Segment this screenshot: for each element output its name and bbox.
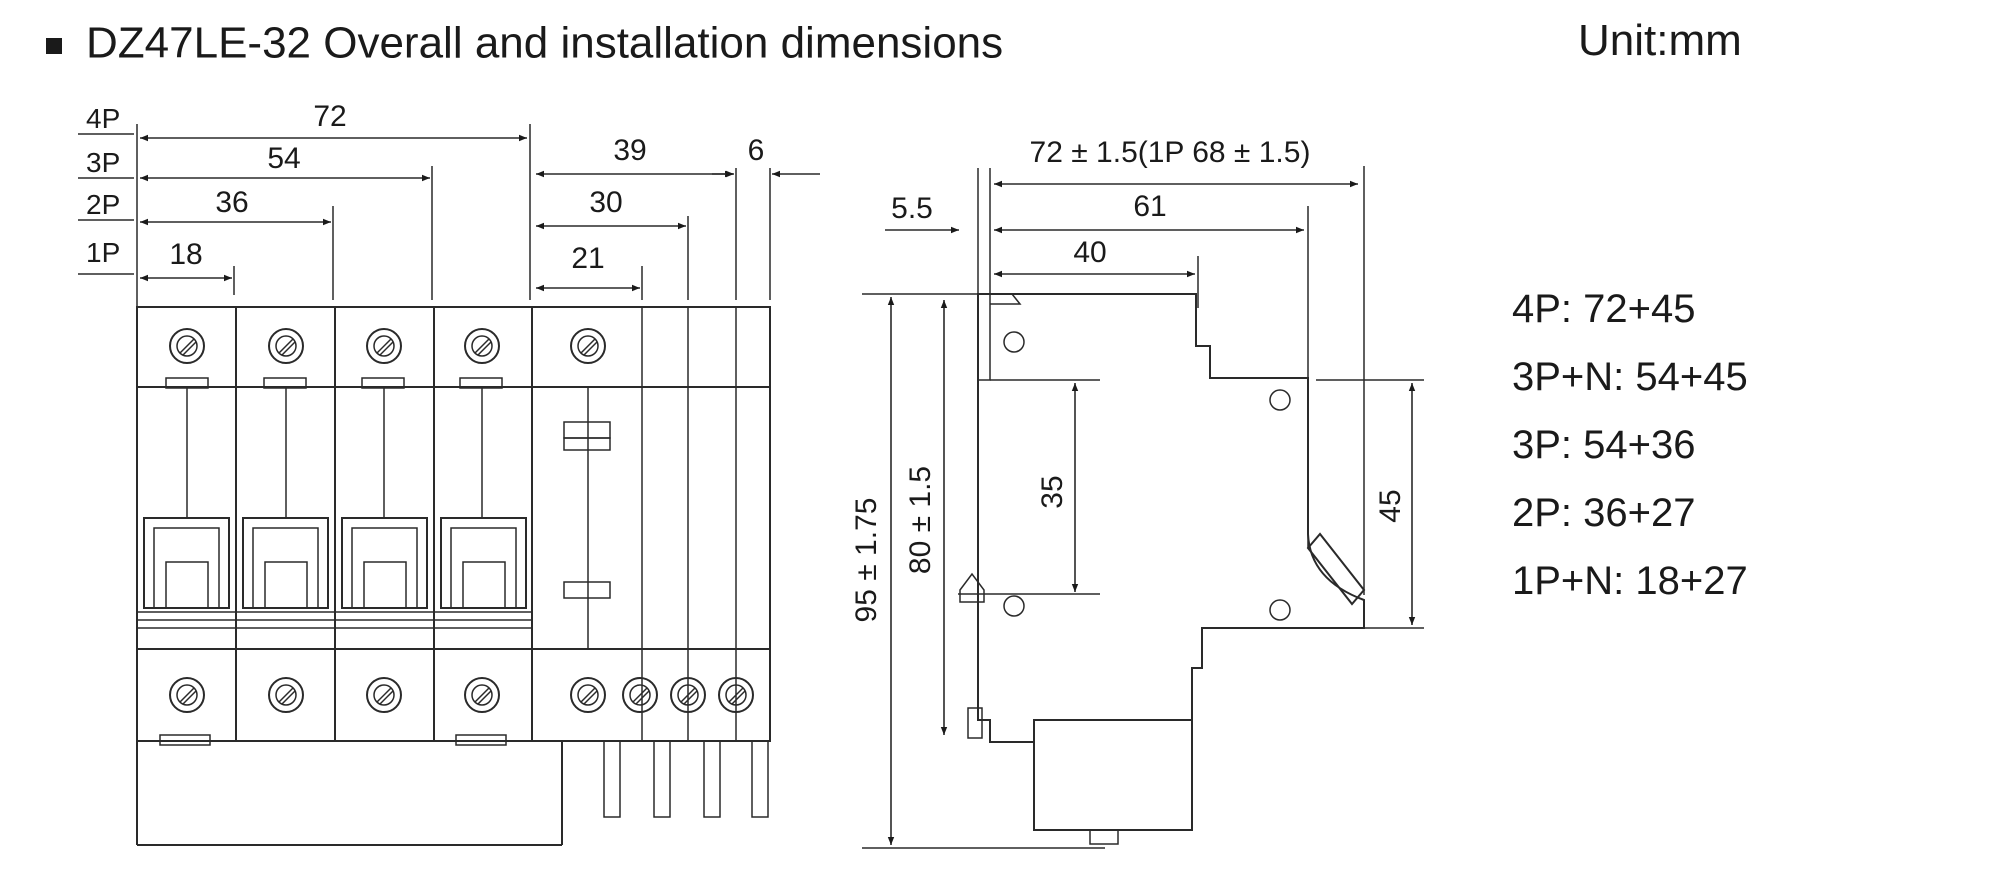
offset-dim-5.5: 5.5 — [891, 192, 933, 225]
width-dim-1p: 18 — [169, 238, 202, 271]
combo-2p: 2P: 36+27 — [1512, 491, 1696, 535]
pole-label-1p: 1P — [86, 237, 120, 268]
combo-4p: 4P: 72+45 — [1512, 287, 1696, 331]
leakage-dim-30: 30 — [589, 186, 622, 219]
height-dim-95: 95 ± 1.75 — [850, 498, 883, 623]
top-dim-40: 40 — [1073, 236, 1106, 269]
combination-list: 4P: 72+45 3P+N: 54+45 3P: 54+36 2P: 36+2… — [1512, 287, 1748, 603]
width-dim-4p: 72 — [313, 100, 346, 133]
front-view: 4P 3P 2P 1P 72 54 36 18 39 30 21 6 — [78, 100, 820, 846]
side-view: 72 ± 1.5(1P 68 ± 1.5) 61 40 5.5 95 ± 1.7… — [850, 136, 1424, 849]
top-dim-61: 61 — [1133, 190, 1166, 223]
height-dim-80: 80 ± 1.5 — [904, 466, 937, 574]
pole-label-2p: 2P — [86, 189, 120, 220]
combo-1p-n: 1P+N: 18+27 — [1512, 559, 1748, 603]
height-dim-35: 35 — [1036, 475, 1069, 508]
height-dim-45: 45 — [1374, 489, 1407, 522]
leakage-dim-21: 21 — [571, 242, 604, 275]
top-dim-overall: 72 ± 1.5(1P 68 ± 1.5) — [1030, 136, 1311, 169]
side-dim-6: 6 — [748, 134, 765, 167]
width-dim-2p: 36 — [215, 186, 248, 219]
width-dim-3p: 54 — [267, 142, 300, 175]
page-title: DZ47LE-32 Overall and installation dimen… — [86, 19, 1003, 68]
title-bullet-icon — [46, 38, 62, 54]
pole-label-3p: 3P — [86, 147, 120, 178]
pole-label-4p: 4P — [86, 103, 120, 134]
leakage-dim-39: 39 — [613, 134, 646, 167]
combo-3p: 3P: 54+36 — [1512, 423, 1696, 467]
combo-3p-n: 3P+N: 54+45 — [1512, 355, 1748, 399]
unit-label: Unit:mm — [1578, 16, 1742, 65]
